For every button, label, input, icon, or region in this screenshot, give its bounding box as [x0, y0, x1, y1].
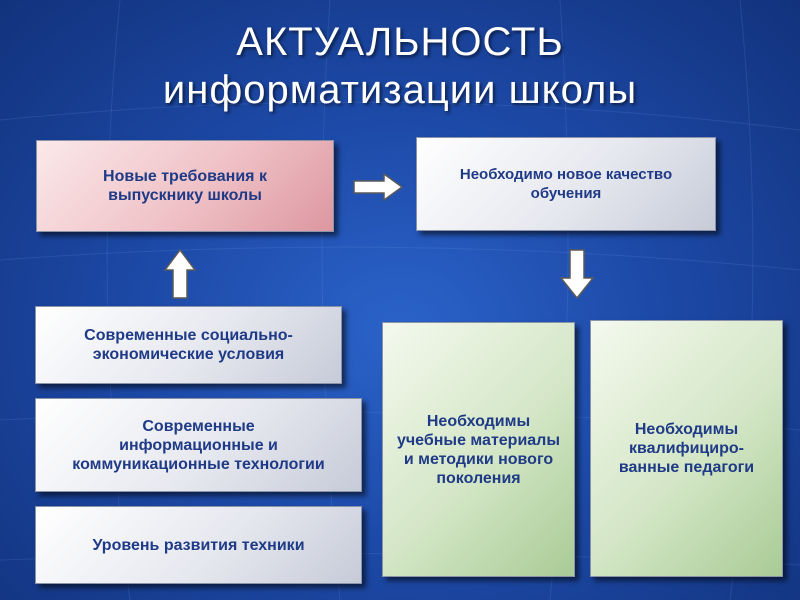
box-socioeconomic-conditions-text: Современные социально-экономические усло… — [84, 327, 293, 363]
arrow-right-icon — [353, 172, 404, 202]
box-qualified-teachers-text: Необходимы квалифициро-ванные педагоги — [618, 421, 755, 476]
box-new-materials: Необходимы учебные материалы и методики … — [382, 322, 575, 577]
box-new-materials-text: Необходимы учебные материалы и методики … — [396, 412, 561, 487]
box-tech-level: Уровень развития техники — [35, 506, 362, 584]
box-ict: Современные информационные и коммуникаци… — [35, 398, 362, 492]
box-new-quality: Необходимо новое качество обучения — [416, 137, 716, 231]
box-tech-level-text: Уровень развития техники — [92, 536, 305, 554]
page-title: АКТУАЛЬНОСТЬ информатизации школы — [0, 18, 800, 114]
box-new-requirements: Новые требования к выпускнику школы — [36, 140, 334, 232]
arrow-down-icon — [559, 249, 595, 300]
box-socioeconomic-conditions: Современные социально-экономические усло… — [35, 306, 342, 384]
title-line-2: информатизации школы — [162, 68, 638, 112]
box-new-requirements-text: Новые требования к выпускнику школы — [103, 168, 267, 204]
arrow-up-icon — [163, 248, 197, 299]
box-new-quality-text: Необходимо новое качество обучения — [459, 166, 673, 202]
box-ict-text: Современные информационные и коммуникаци… — [72, 417, 325, 473]
title-line-1: АКТУАЛЬНОСТЬ — [236, 20, 564, 64]
box-qualified-teachers: Необходимы квалифициро-ванные педагоги — [590, 320, 783, 577]
